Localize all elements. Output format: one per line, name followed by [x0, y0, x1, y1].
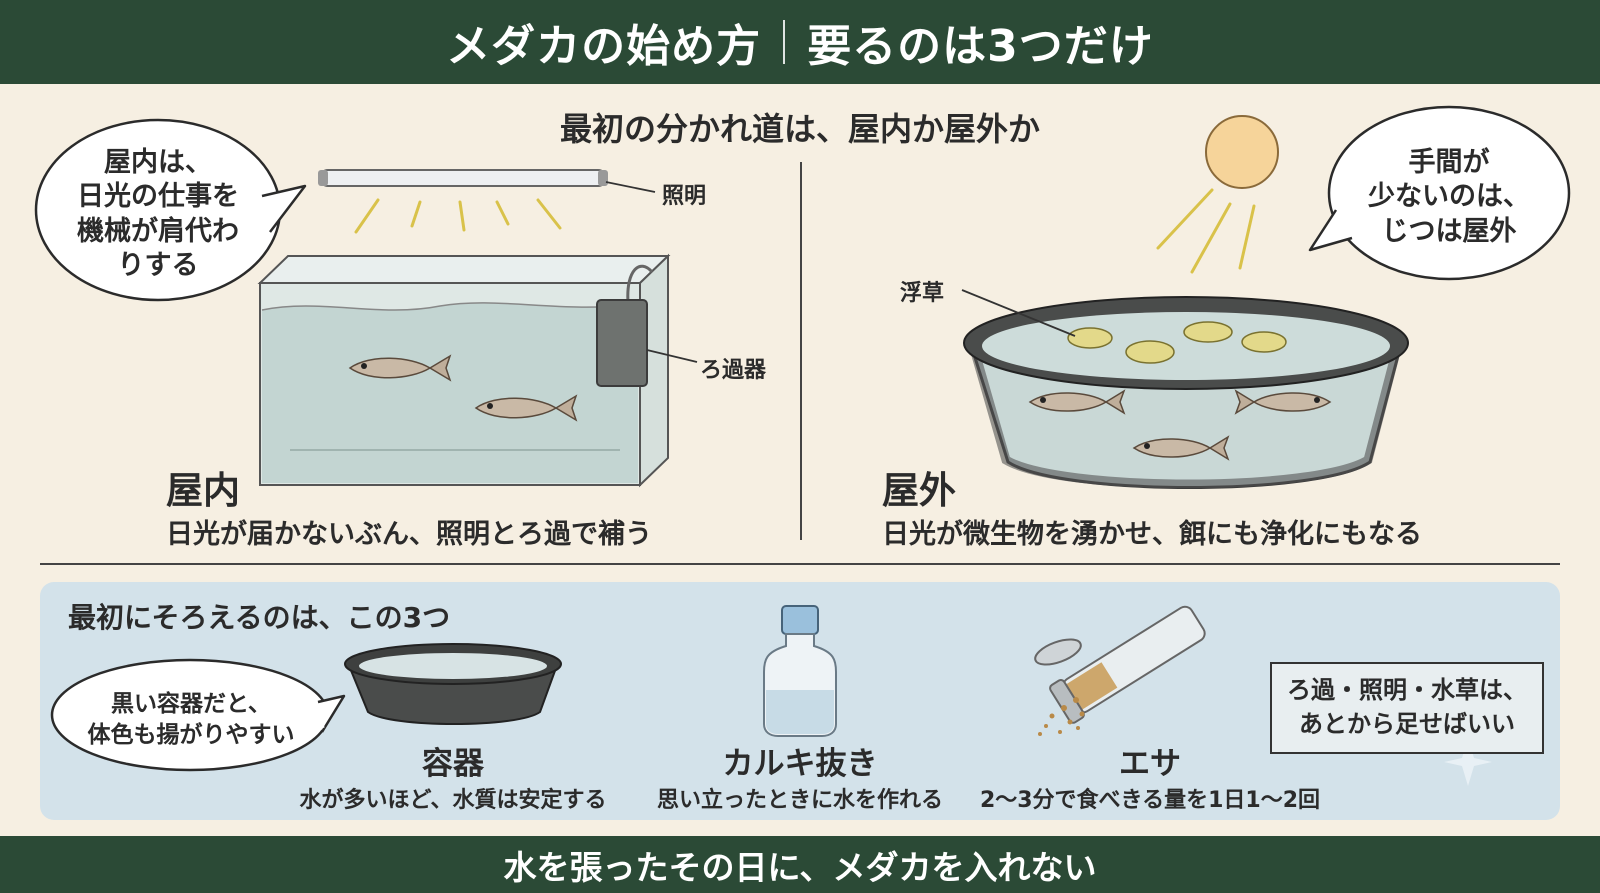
optional-items-note: ろ過・照明・水草は、 あとから足せばいい	[1270, 662, 1544, 754]
outdoor-description: 日光が微生物を湧かせ、餌にも浄化にもなる	[882, 519, 1422, 550]
footer-text: 水を張ったその日に、メダカを入れない	[503, 847, 1097, 887]
header-banner: メダカの始め方 要るのは3つだけ	[0, 0, 1600, 84]
item-dechlorinator-name: カルキ抜き	[722, 746, 878, 782]
header-title-right: 要るのは3つだけ	[807, 21, 1154, 72]
container-bubble-text: 黒い容器だと、 体色も揚がりやすい	[87, 691, 295, 749]
outdoor-tub-icon	[961, 289, 1409, 489]
sun-icon	[1156, 115, 1279, 274]
item-container-name: 容器	[422, 746, 484, 782]
indoor-speech-bubble	[34, 118, 307, 302]
horizontal-divider	[40, 563, 1560, 565]
item-dechlorinator-description: 思い立ったときに水を作れる	[656, 788, 943, 813]
section-question: 最初の分かれ道は、屋内か屋外か	[559, 110, 1040, 148]
essentials-title: 最初にそろえるのは、この3つ	[68, 601, 451, 634]
outdoor-title: 屋外	[882, 469, 956, 512]
indoor-tank-icon	[257, 253, 698, 488]
floating-plant-label: 浮草	[900, 281, 945, 306]
filter-label: ろ過器	[700, 358, 767, 383]
header-separator	[783, 20, 786, 64]
header-title-left: メダカの始め方	[446, 21, 762, 72]
dechlorinator-bottle-icon	[763, 605, 837, 737]
item-container-description: 水が多いほど、水質は安定する	[299, 788, 607, 813]
vertical-divider	[800, 162, 802, 540]
indoor-bubble-text: 屋内は、 日光の仕事を 機械が肩代わ りする	[77, 147, 239, 281]
outdoor-bubble-text: 手間が 少ないのは、 じつは屋外	[1368, 147, 1530, 247]
light-label: 照明	[662, 184, 707, 209]
item-food-name: エサ	[1119, 746, 1181, 782]
container-speech-bubble	[50, 658, 346, 772]
item-food-description: 2〜3分で食べきる量を1日1〜2回	[979, 788, 1321, 813]
fish-food-icon	[1034, 605, 1206, 736]
indoor-title: 屋内	[166, 469, 240, 512]
indoor-description: 日光が届かないぶん、照明とろ過で補う	[166, 519, 652, 550]
outdoor-speech-bubble	[1308, 105, 1571, 281]
light-tube-icon	[318, 169, 656, 234]
container-icon	[344, 643, 562, 725]
footer-banner: 水を張ったその日に、メダカを入れない	[0, 836, 1600, 893]
sparkle-icon	[1444, 738, 1492, 786]
